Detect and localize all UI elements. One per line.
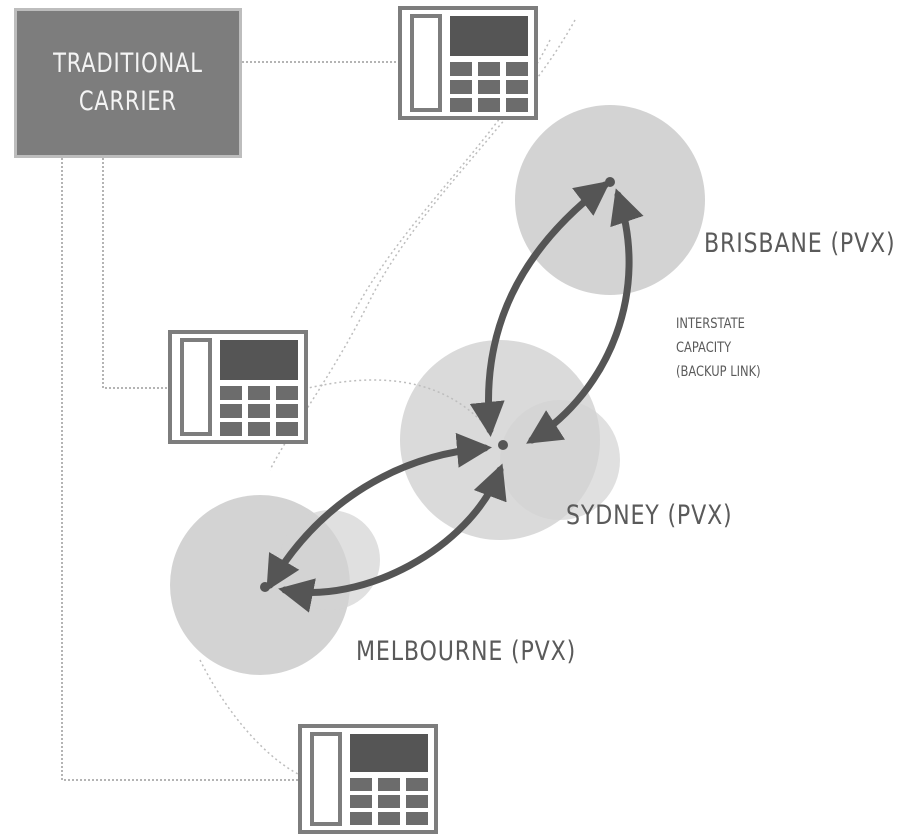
link-sydney-brisbane-b	[526, 188, 644, 444]
melbourne-node	[260, 582, 270, 592]
phone-middle-icon	[168, 330, 308, 444]
phone-top-icon	[398, 6, 538, 120]
carrier-label-line2: CARRIER	[78, 86, 177, 117]
sydney-node	[498, 440, 508, 450]
phone-bottom-icon	[298, 724, 438, 834]
line-to-phone-bottom	[61, 158, 300, 781]
traditional-carrier-box: TRADITIONAL CARRIER	[14, 8, 242, 158]
capacity-line2: CAPACITY	[676, 340, 732, 356]
melbourne-label: MELBOURNE (PVX)	[356, 636, 577, 667]
links	[266, 180, 644, 613]
line-to-phone-middle	[102, 158, 170, 389]
brisbane-node	[605, 177, 615, 187]
interstate-capacity-label: INTERSTATE CAPACITY (BACKUP LINK)	[676, 312, 761, 384]
carrier-lines	[61, 61, 400, 781]
coastline	[199, 19, 576, 776]
sydney-label: SYDNEY (PVX)	[566, 500, 733, 531]
nodes	[260, 177, 615, 592]
capacity-line3: (BACKUP LINK)	[676, 364, 761, 380]
brisbane-label: BRISBANE (PVX)	[704, 228, 896, 259]
carrier-label-line1: TRADITIONAL	[53, 48, 203, 79]
capacity-line1: INTERSTATE	[676, 316, 745, 332]
link-sydney-melbourne-b	[278, 463, 507, 613]
brisbane-coverage	[515, 105, 705, 295]
